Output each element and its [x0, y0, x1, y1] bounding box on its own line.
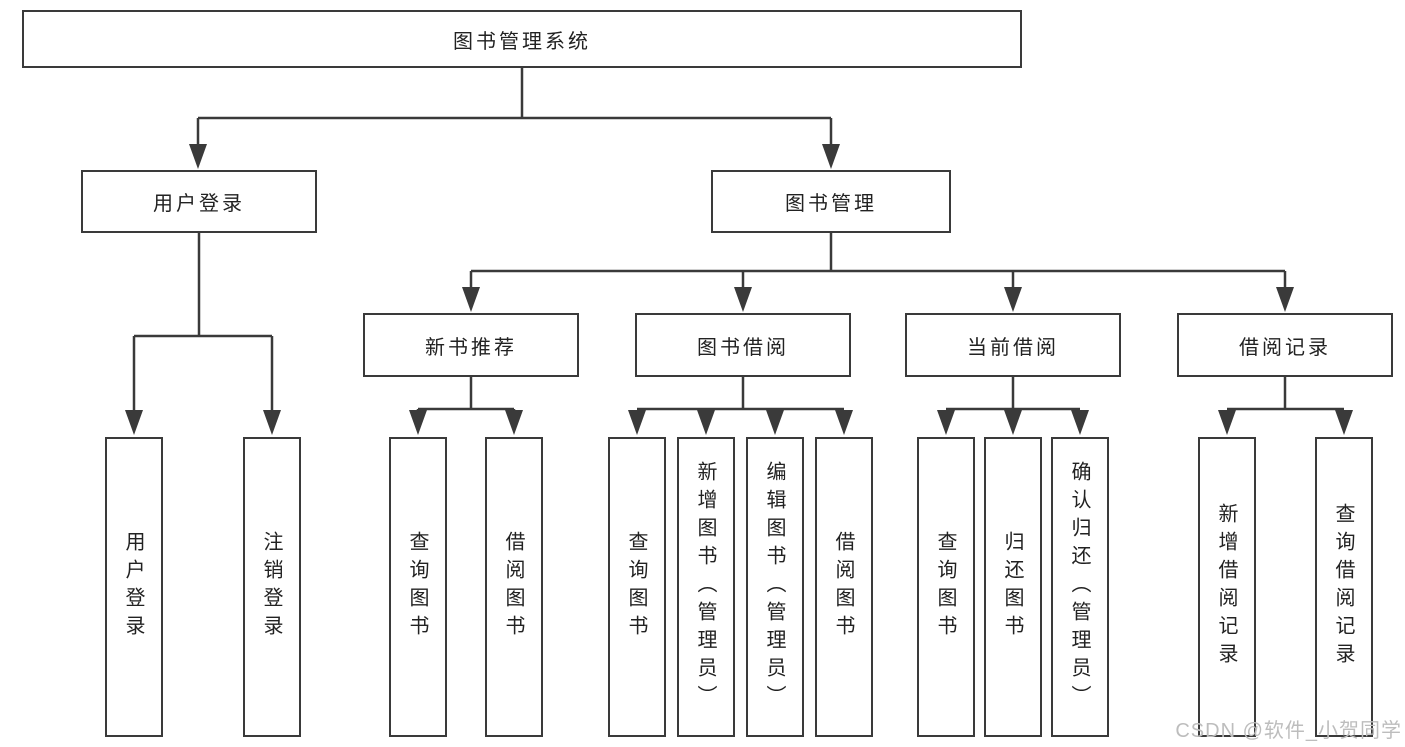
- node-leaf-query-books-current: 查询图书: [917, 437, 975, 737]
- node-borrow-records: 借阅记录: [1177, 313, 1393, 377]
- node-leaf-borrow-books: 借阅图书: [815, 437, 873, 737]
- watermark: CSDN @软件_小贺同学: [1175, 720, 1402, 742]
- node-current-borrow: 当前借阅: [905, 313, 1121, 377]
- node-leaf-query-books-borrow: 查询图书: [608, 437, 666, 737]
- node-leaf-edit-book-admin: 编辑图书（管理员）: [746, 437, 804, 737]
- node-leaf-confirm-return-admin: 确认归还（管理员）: [1051, 437, 1109, 737]
- node-new-book-recommend: 新书推荐: [363, 313, 579, 377]
- node-leaf-add-borrow-record: 新增借阅记录: [1198, 437, 1256, 737]
- node-user-login: 用户登录: [81, 170, 317, 233]
- node-book-borrow: 图书借阅: [635, 313, 851, 377]
- node-leaf-add-book-admin: 新增图书（管理员）: [677, 437, 735, 737]
- node-leaf-logout: 注销登录: [243, 437, 301, 737]
- node-leaf-user-login: 用户登录: [105, 437, 163, 737]
- node-leaf-query-books-recommend: 查询图书: [389, 437, 447, 737]
- node-leaf-return-book: 归还图书: [984, 437, 1042, 737]
- node-leaf-query-borrow-record: 查询借阅记录: [1315, 437, 1373, 737]
- node-library-management-system: 图书管理系统: [22, 10, 1022, 68]
- node-leaf-borrow-books-recommend: 借阅图书: [485, 437, 543, 737]
- node-book-management: 图书管理: [711, 170, 951, 233]
